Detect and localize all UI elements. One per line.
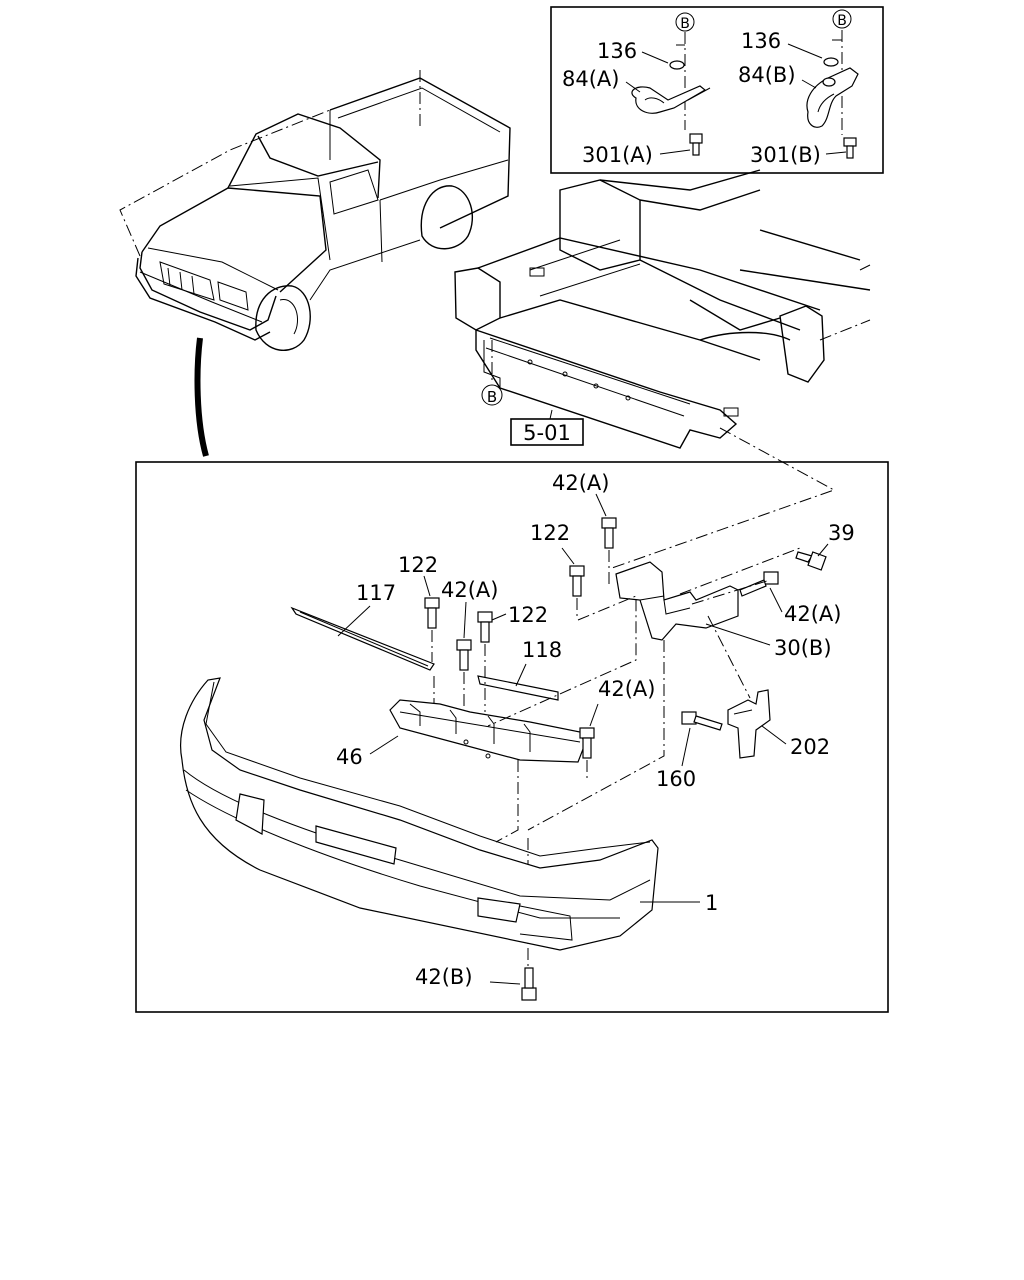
label-122-mid: 122	[530, 521, 570, 545]
bolt-160	[681, 711, 723, 731]
label-42a-left: 42(A)	[441, 578, 498, 602]
label-136-a: 136	[597, 39, 637, 63]
truck-illustration	[119, 70, 511, 352]
label-301-b: 301(B)	[750, 143, 821, 167]
label-46: 46	[336, 745, 363, 769]
bolt-42b	[521, 967, 537, 1001]
label-30b: 30(B)	[774, 636, 832, 660]
label-39: 39	[828, 521, 855, 545]
bolt-42a-top	[601, 517, 617, 588]
chassis-frame	[454, 169, 871, 449]
ref-box	[510, 418, 584, 446]
label-117: 117	[356, 581, 396, 605]
bolt-122-center	[477, 611, 493, 712]
label-160: 160	[656, 767, 696, 791]
bolt-122-mid	[569, 565, 585, 620]
label-122-center: 122	[508, 603, 548, 627]
label-b-inset-right: B	[837, 13, 847, 29]
label-b-inset-left: B	[680, 16, 690, 32]
bolt-42a-lower	[579, 727, 595, 780]
bolt-122-left	[424, 597, 440, 662]
bumper-assembly	[180, 517, 827, 1001]
label-301-a: 301(A)	[582, 143, 653, 167]
label-84-a: 84(A)	[562, 67, 619, 91]
label-84-b: 84(B)	[738, 63, 796, 87]
label-42a-top: 42(A)	[552, 471, 609, 495]
label-42a-right: 42(A)	[784, 602, 841, 626]
bolt-42a-right	[739, 571, 779, 597]
label-122-left: 122	[398, 553, 438, 577]
label-ref-5-01: 5-01	[523, 421, 571, 445]
hook-detail-inset: B 136 84(A) 301(A) B 13	[550, 6, 884, 174]
label-118: 118	[522, 638, 562, 662]
bolt-39	[795, 551, 827, 571]
frame-b-marker	[481, 384, 503, 406]
bumper-detail-box	[135, 461, 889, 1013]
label-b-frame: B	[487, 388, 497, 406]
label-136-b: 136	[741, 29, 781, 53]
tow-hook-b: B	[806, 9, 859, 159]
bolt-42a-left	[456, 639, 472, 706]
label-42a-lower: 42(A)	[598, 677, 655, 701]
label-202: 202	[790, 735, 830, 759]
tow-hook-a: B	[631, 12, 711, 156]
label-42b: 42(B)	[415, 965, 473, 989]
label-1: 1	[705, 891, 718, 915]
